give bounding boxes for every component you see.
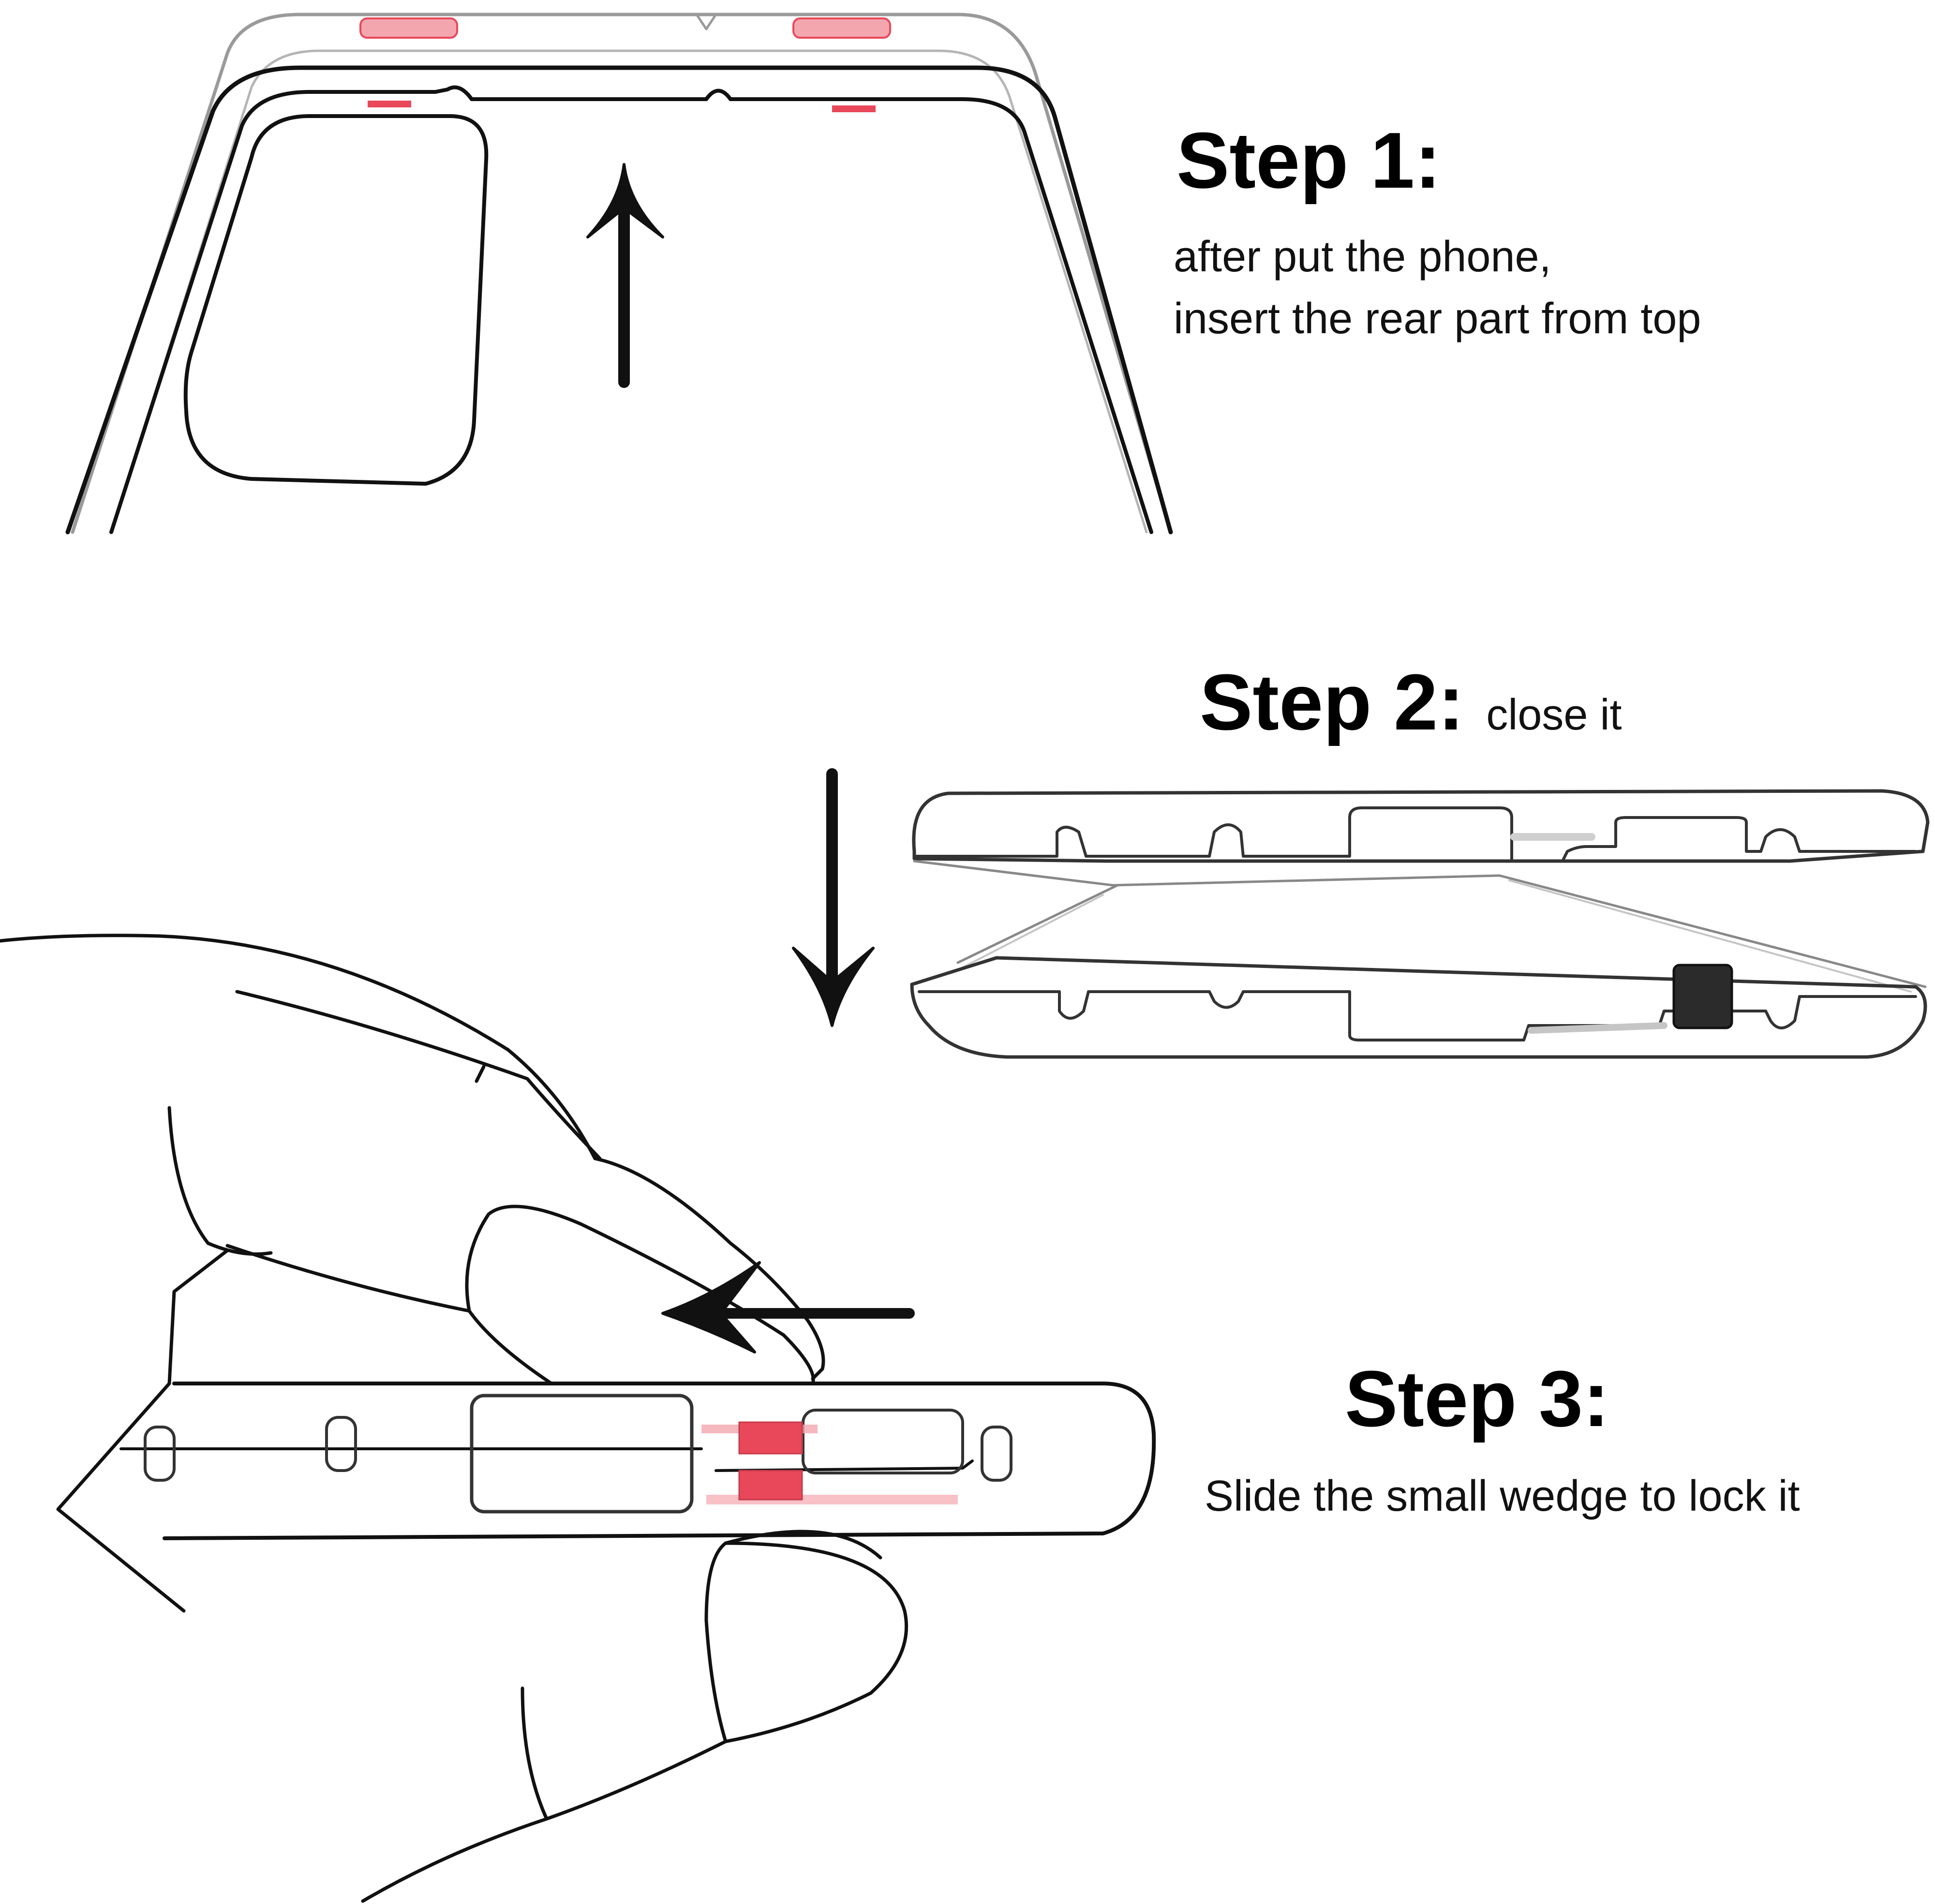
phone-side-outline: [163, 1382, 1156, 1540]
rear-part-outer: [65, 65, 1173, 535]
lock-wedge-red-bottom: [738, 1470, 803, 1501]
lock-wedge-red-top: [738, 1421, 803, 1455]
step3-line-1: Slide the small wedge to lock it: [1205, 1472, 1800, 1520]
step3-title: Step 3:: [1345, 1354, 1609, 1443]
inner-red-notch-right: [832, 105, 876, 112]
rear-part-middle: [109, 85, 1153, 534]
case-hinge-lines-faint: [962, 879, 1912, 993]
inner-red-notch-left: [368, 101, 411, 107]
step2-heading: Step 2: close it: [1200, 663, 1622, 742]
hand-wrist: [56, 1249, 229, 1613]
step1-line-2: insert the rear part from top: [1174, 294, 1701, 343]
case-base-outline: [910, 956, 1927, 1059]
step3-slide-arrow: [661, 1261, 915, 1354]
case-hinge-lines: [913, 860, 1927, 988]
top-button-right-pink: [792, 17, 891, 39]
case-lid-inner-edge-right: [1510, 816, 1917, 863]
side-slot-1: [144, 1426, 176, 1482]
step3-phone-side: [119, 1382, 1156, 1540]
step1-line-1: after put the phone,: [1174, 233, 1551, 281]
hand-middle-finger: [225, 1205, 815, 1385]
case-lid-outline: [912, 789, 1930, 863]
hand-index-finger: [0, 934, 825, 1381]
side-slot-2: [325, 1416, 357, 1472]
step3-description: Slide the small wedge to lock it: [1205, 1466, 1800, 1528]
step1-description: after put the phone, insert the rear par…: [1174, 226, 1701, 350]
slide-arrow-head: [661, 1261, 761, 1354]
side-button-window: [470, 1394, 694, 1514]
hand-finger-mark: [475, 1065, 486, 1083]
lock-wedge-dark: [1672, 964, 1733, 1029]
side-button-right: [802, 1409, 964, 1474]
phone-side-midline: [119, 1447, 974, 1472]
top-button-left-pink: [359, 17, 458, 39]
hand-knuckle-detail: [467, 1309, 553, 1385]
side-slot-3: [981, 1426, 1012, 1482]
hand-thumb-base: [361, 1686, 728, 1903]
case-inner-faint: [110, 49, 1148, 534]
case-base-inner-edge: [918, 990, 1917, 1041]
step2-description: close it: [1486, 691, 1622, 739]
step2-title: Step 2:: [1200, 658, 1464, 746]
hand-thumb-knuckle: [167, 1106, 273, 1256]
case-base-grey-band: [1528, 1022, 1667, 1034]
step1-title: Step 1:: [1176, 116, 1441, 205]
hand-thumb: [704, 1541, 908, 1743]
step2-closing-drawing: [792, 768, 1930, 1059]
case-outer-faint: [71, 13, 1173, 534]
insert-arrow-head: [586, 163, 664, 238]
case-lid-inner-edge: [915, 806, 1513, 863]
camera-window: [183, 114, 489, 486]
close-arrow-head: [792, 947, 875, 1027]
step3-hand-drawing: [0, 934, 908, 1903]
hand-finger-crease: [235, 990, 602, 1160]
case-top-faint-line: [463, 13, 800, 30]
step1-phone-case-drawing: [65, 13, 1173, 535]
